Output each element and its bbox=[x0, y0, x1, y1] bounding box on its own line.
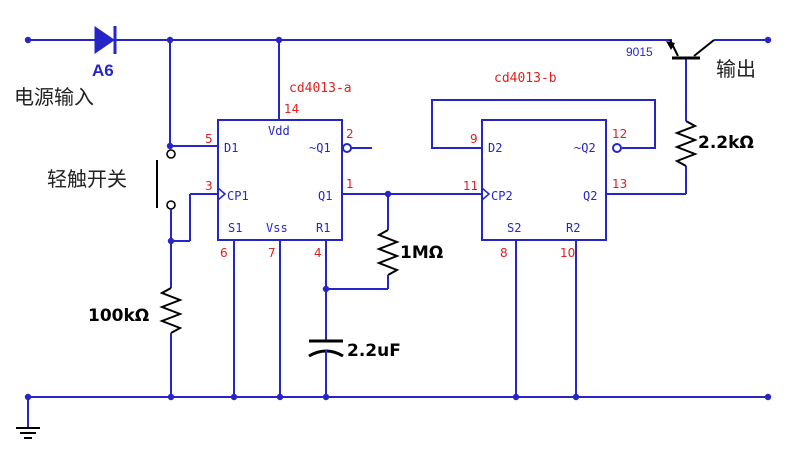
ground-rail bbox=[24, 393, 772, 401]
chip-b-pin-q2n: 12 bbox=[612, 127, 627, 141]
chip-b-body bbox=[481, 119, 607, 241]
chip-b-label-q2n: ~Q2 bbox=[574, 141, 596, 155]
ground-icon bbox=[16, 397, 40, 439]
chip-b-label-d2: D2 bbox=[488, 141, 502, 155]
diode-label: A6 bbox=[92, 61, 114, 80]
chip-b-pin-r2: 10 bbox=[560, 246, 575, 260]
switch-label: 轻触开关 bbox=[47, 167, 127, 191]
chip-a-label-cp1: CP1 bbox=[227, 189, 249, 203]
chip-a-label-q1n: ~Q1 bbox=[309, 141, 331, 155]
output-label: 输出 bbox=[716, 57, 756, 81]
r-pulldown-label: 100kΩ bbox=[88, 306, 149, 326]
chip-a-pin-vdd: 14 bbox=[284, 102, 299, 116]
transistor-label: 9015 bbox=[626, 45, 653, 59]
chip-a-pin-cp1: 3 bbox=[205, 179, 213, 193]
timing-network bbox=[308, 190, 470, 397]
chip-a-label-vss: Vss bbox=[266, 221, 288, 235]
chip-a-pin-d1: 5 bbox=[205, 132, 213, 146]
r-timing-label: 1MΩ bbox=[400, 243, 443, 263]
chip-b-pin-q2: 13 bbox=[612, 177, 627, 191]
chip-a-label-r1: R1 bbox=[316, 221, 330, 235]
chip-a-pin-q1: 1 bbox=[346, 177, 354, 191]
chip-b-pin-cp2: 11 bbox=[463, 179, 478, 193]
r-base-label: 2.2kΩ bbox=[698, 133, 754, 153]
transistor-9015 bbox=[666, 39, 715, 60]
chip-a-pin-r1: 4 bbox=[314, 246, 322, 260]
chip-a-label-vdd: Vdd bbox=[268, 124, 290, 138]
chip-a-pin-s1: 6 bbox=[220, 246, 228, 260]
chip-a-name: cd4013-a bbox=[289, 81, 352, 96]
output-drive bbox=[606, 58, 698, 195]
chip-b-label-q2: Q2 bbox=[583, 189, 597, 203]
chip-b-pin-s2: 8 bbox=[500, 246, 508, 260]
chip-b-pin-d2: 9 bbox=[470, 132, 478, 146]
c-timing-label: 2.2uF bbox=[347, 341, 401, 361]
diode-a6 bbox=[94, 26, 117, 54]
chip-b-name: cd4013-b bbox=[494, 71, 557, 86]
power-rail bbox=[24, 36, 772, 44]
switch-branch bbox=[156, 40, 218, 397]
power-input-label: 电源输入 bbox=[14, 85, 94, 109]
chip-a-body bbox=[217, 119, 343, 241]
chip-a-pin-q1n: 2 bbox=[346, 127, 354, 141]
chip-a-label-q1: Q1 bbox=[318, 189, 332, 203]
chip-b-label-r2: R2 bbox=[566, 221, 580, 235]
chip-b-label-s2: S2 bbox=[507, 221, 521, 235]
chip-a-label-s1: S1 bbox=[228, 221, 242, 235]
chip-b-label-cp2: CP2 bbox=[491, 189, 513, 203]
chip-a-label-d1: D1 bbox=[224, 141, 238, 155]
chip-a-pin-vss: 7 bbox=[268, 246, 276, 260]
